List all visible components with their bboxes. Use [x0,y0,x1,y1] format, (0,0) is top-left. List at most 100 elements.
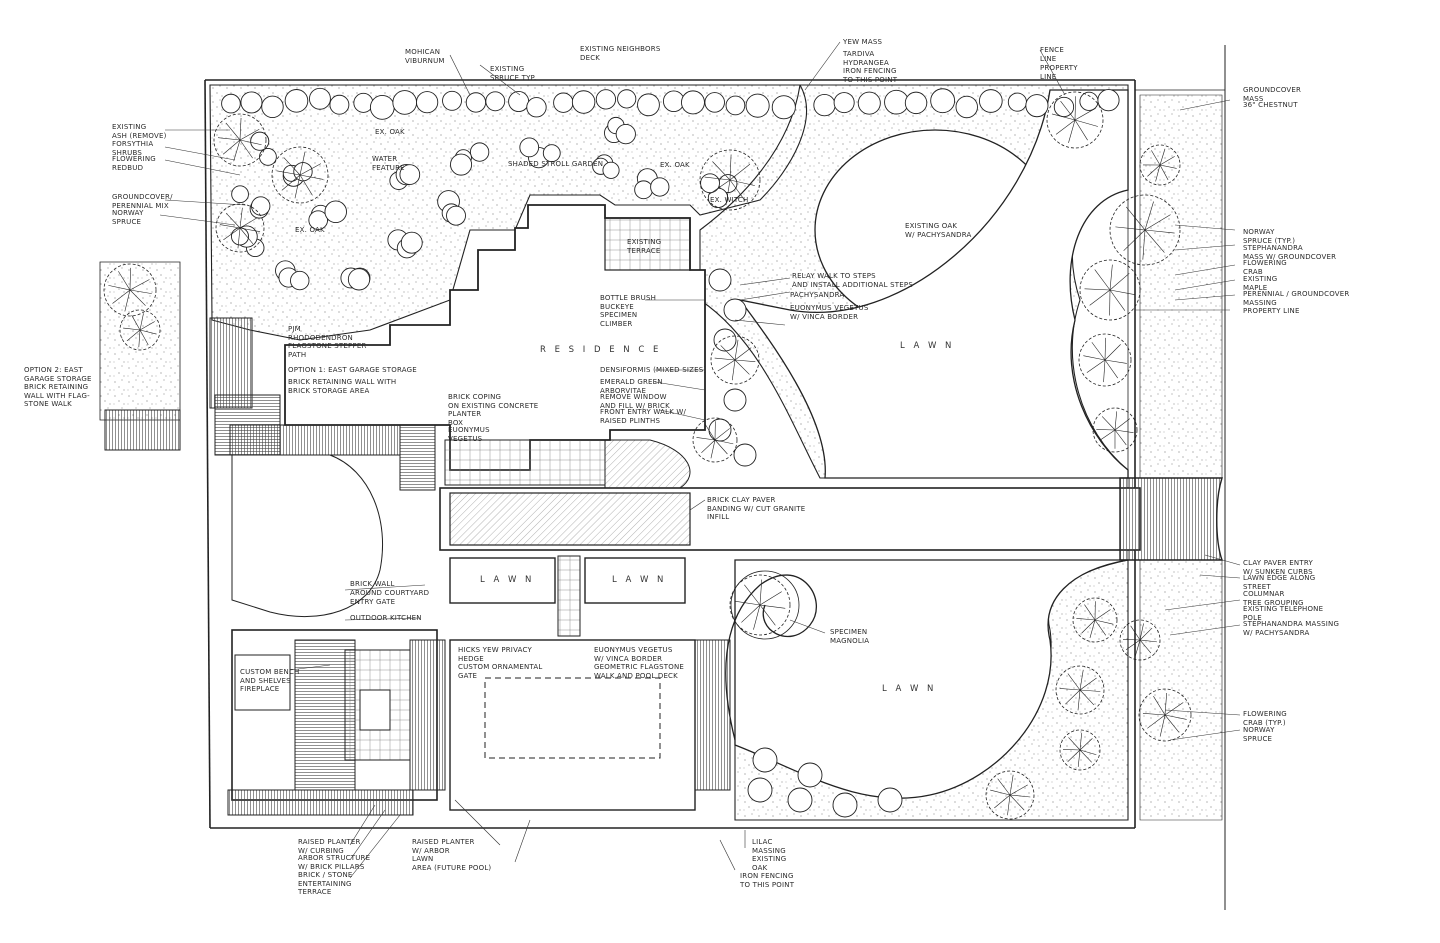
tree-canopy-symbol [1092,407,1138,453]
label-flagstone-path: FLAGSTONE STEPPER PATH [288,342,367,359]
tree-branch-stroke [759,604,776,626]
tree-branch-stroke [1074,119,1088,141]
tree-branch-stroke [124,289,131,312]
courtyard-lawns [449,555,686,637]
tree-branch-stroke [108,285,131,291]
tree-branch-stroke [990,789,1011,796]
shrub-symbol [650,177,670,197]
label-fireplace: FIREPLACE [240,685,280,693]
shrub-symbol [708,268,732,292]
shrub-symbol [399,164,421,185]
tree-canopy-symbol [119,309,161,351]
label-remove-window: REMOVE WINDOW AND FILL W/ BRICK [600,393,670,410]
tree-branch-stroke [744,584,761,606]
tree-branch-stroke [1079,733,1082,751]
tree-branch-stroke [759,591,782,606]
tree-branch-stroke [239,117,242,141]
tree-branch-stroke [759,579,763,606]
shrub-symbol [1079,91,1099,111]
tree-branch-stroke [237,227,241,249]
tree-canopy-symbol [692,417,738,463]
tree-branch-stroke [1084,288,1111,291]
shrub-symbol [602,161,620,179]
tree-branch-stroke [717,359,736,372]
label-planter-box: PLANTER BOX [448,410,482,427]
tree-branch-stroke [1144,214,1171,231]
tree-branch-stroke [710,439,716,459]
tree-branch-stroke [1123,229,1146,251]
tree-branch-stroke [1104,337,1106,361]
tree-canopy-symbol [1059,729,1101,771]
tree-branch-stroke [1164,702,1184,716]
tree-branch-stroke [118,271,131,291]
tree-canopy-symbol [215,203,265,253]
tree-branch-stroke [1063,748,1081,751]
tree-branch-stroke [281,174,301,191]
garage-storage-paving [104,317,436,491]
tree-branch-stroke [708,179,731,195]
front-entry-walk [439,439,1223,561]
label-hicks-yew: HICKS YEW PRIVACY HEDGE [458,646,532,663]
tree-canopy-symbol [1046,91,1104,149]
label-entry-gate: ENTRY GATE [350,598,396,606]
tree-branch-stroke [1164,692,1167,716]
label-telephone-pole: EXISTING TELEPHONE POLE [1243,605,1324,622]
label-option1: OPTION 1: EAST GARAGE STORAGE [288,366,417,374]
tree-branch-stroke [233,139,241,162]
label-existing-oak-pachysandra: EXISTING OAK W/ PACHYSANDRA [905,222,972,239]
shrub-symbol [469,142,490,162]
shrub-symbol [221,93,241,114]
shrub-symbol [752,747,778,773]
label-densiformis: DENSIFORMIS (MIXED SIZES) [600,366,707,374]
tree-branch-stroke [725,179,731,206]
tree-canopy-symbol [213,113,267,167]
label-specimen-climber: SPECIMEN CLIMBER [600,311,638,328]
tree-branch-stroke [1074,119,1098,127]
label-flowering-redbud: FLOWERING REDBUD [112,155,156,172]
label-stephanandra-mass: STEPHANANDRA MASS W/ GROUNDCOVER [1243,244,1337,261]
label-existing-oak-bottom: EXISTING OAK [752,855,787,872]
tree-branch-stroke [720,345,736,361]
tree-branch-stroke [1055,119,1076,135]
shrub-symbol [450,153,473,176]
tree-branch-stroke [729,179,755,186]
tree-branch-stroke [219,224,241,229]
label-relay-walk: RELAY WALK TO STEPS AND INSTALL ADDITION… [792,272,913,289]
tree-branch-stroke [1079,689,1101,692]
tree-branch-stroke [1123,638,1141,641]
tree-branch-stroke [1076,617,1096,621]
tree-branch-stroke [294,174,301,199]
tree-branch-stroke [1153,696,1166,716]
shrub-symbol [250,131,270,151]
shrub-symbol [442,90,462,111]
tree-canopy-symbol [1109,194,1181,266]
shrub-symbol [713,328,737,352]
label-rhododendron: PJM RHODODENDRON [288,325,353,342]
lawn-court-b-label: L A W N [612,575,667,585]
shrub-symbol [813,94,836,117]
tree-branch-stroke [1164,714,1180,733]
shrub-symbol [526,97,547,118]
shrub-symbol [723,388,747,412]
tree-canopy-symbol [1055,665,1105,715]
tree-branch-stroke [1159,156,1175,166]
tree-branch-stroke [1059,688,1081,691]
label-ex-oak-1: EX. OAK [375,128,405,136]
label-lawn-future-pool: LAWN AREA (FUTURE POOL) [412,855,492,872]
label-columnar-trees: COLUMNAR TREE GROUPING [1243,590,1304,607]
lawn-main-label: L A W N [900,341,955,351]
shrub-symbol [1025,94,1049,118]
tree-branch-stroke [1079,738,1093,751]
shrub-symbol [369,95,395,120]
tree-branch-stroke [299,151,306,176]
shrub-symbol [571,90,596,114]
shrub-symbol [662,90,685,113]
tree-branch-stroke [1101,416,1116,431]
shrub-symbol [251,196,271,216]
shrub-symbol [542,144,561,163]
tree-branch-stroke [1086,359,1106,373]
tree-branch-stroke [1109,289,1136,295]
tree-canopy-symbol [985,770,1035,820]
label-euonymus-left: EUONYMUS VEGETUS [448,426,490,443]
label-brick-stone-terrace: BRICK / STONE ENTERTAINING TERRACE [298,871,353,896]
